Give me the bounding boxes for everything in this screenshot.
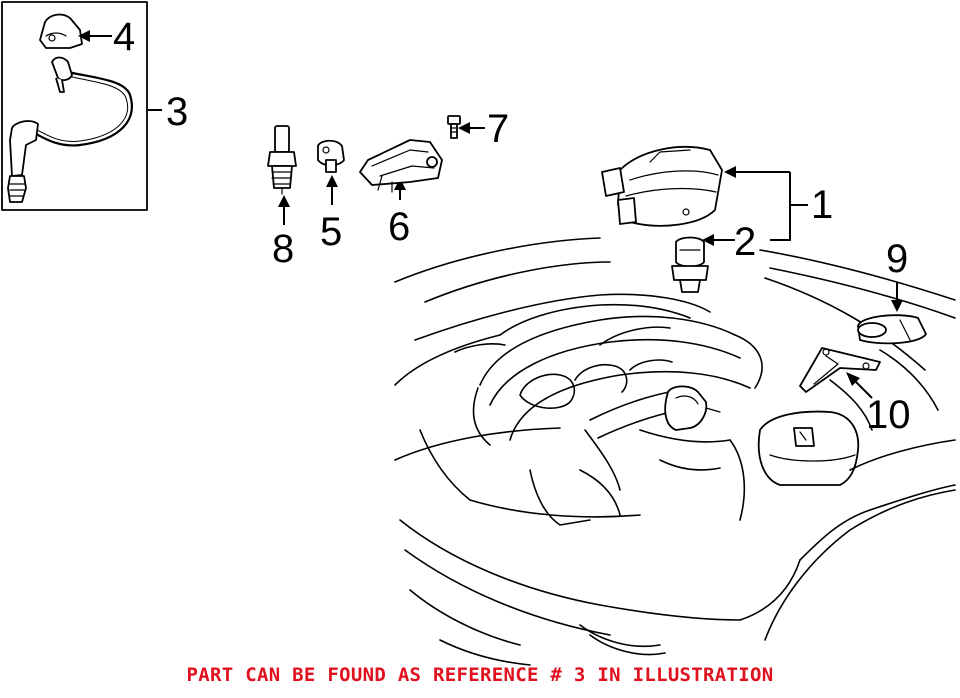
- callout-3: 3: [166, 90, 188, 134]
- callout-8: 8: [272, 227, 294, 271]
- bolt-part: [447, 115, 461, 139]
- callout-2: 2: [734, 220, 756, 264]
- callout-leaders: [78, 30, 903, 399]
- callout-10: 10: [866, 393, 911, 437]
- air-duct-part: [857, 314, 927, 345]
- callout-6: 6: [388, 205, 410, 249]
- knock-sensor-part: [671, 236, 709, 293]
- callout-5: 5: [320, 210, 342, 254]
- callout-7: 7: [487, 107, 509, 151]
- reference-caption: PART CAN BE FOUND AS REFERENCE # 3 IN IL…: [186, 664, 774, 686]
- support-bracket-part: [799, 347, 881, 393]
- wire-set-box: [1, 1, 148, 211]
- callout-1: 1: [811, 183, 833, 227]
- engine-bay-outline: [394, 237, 956, 666]
- callout-4: 4: [113, 15, 135, 59]
- bracket-part: [359, 139, 443, 193]
- callout-9: 9: [886, 237, 908, 281]
- wire-boot-part: [39, 13, 83, 49]
- spark-plug-part: [267, 125, 297, 195]
- sensor-part: [317, 139, 345, 173]
- ignition-coil-part: [601, 146, 723, 227]
